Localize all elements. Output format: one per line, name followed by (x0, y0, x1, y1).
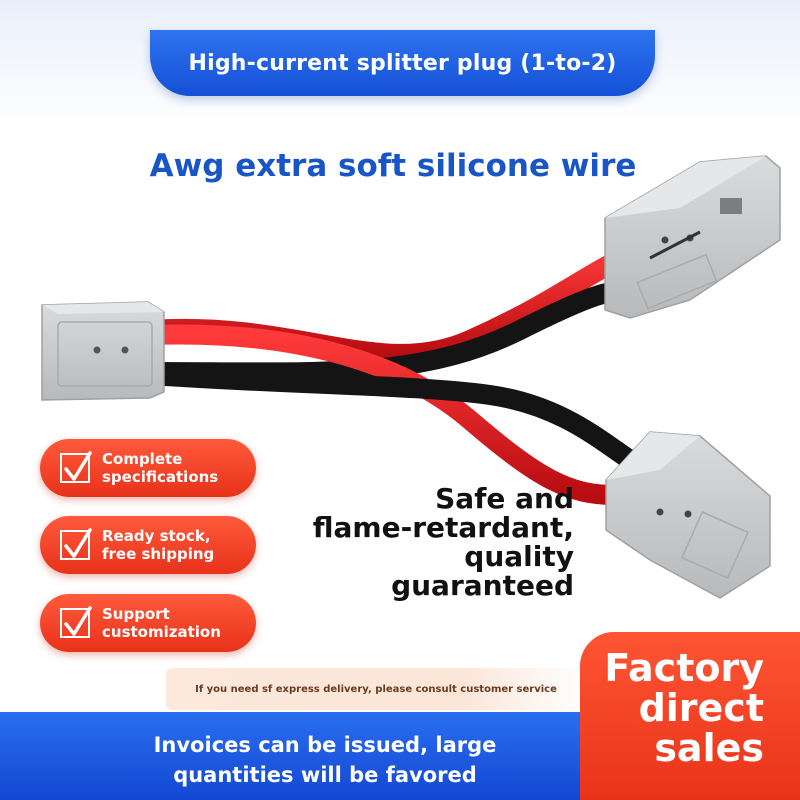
wire-red-lower (140, 324, 625, 505)
bottom-right-connector (605, 431, 771, 599)
title-banner: High-current splitter plug (1-to-2) (150, 30, 655, 96)
safety-line: Safe and (435, 482, 574, 515)
wire-black-lower (140, 365, 640, 470)
express-delivery-note: If you need sf express delivery, please … (166, 668, 586, 710)
safety-line: guaranteed (391, 569, 574, 602)
safety-statement: Safe and flame-retardant, quality guaran… (254, 484, 574, 600)
top-right-connector (604, 155, 781, 319)
badge-ready-stock: Ready stock, free shipping (40, 516, 256, 574)
page-title: High-current splitter plug (1-to-2) (188, 50, 617, 76)
safety-line: flame-retardant, (312, 511, 574, 544)
badge-label: Support customization (102, 605, 221, 641)
badge-complete-specifications: Complete specifications (40, 439, 256, 497)
left-connector (41, 301, 165, 401)
safety-line: quality (464, 540, 574, 573)
subtitle: Awg extra soft silicone wire (149, 148, 637, 184)
factory-direct-sales-badge: Factory direct sales (580, 632, 800, 800)
badge-label: Complete specifications (102, 450, 219, 486)
checkbox-icon (60, 451, 92, 483)
invoice-note: Invoices can be issued, large quantities… (153, 733, 497, 787)
checkbox-icon (60, 606, 92, 638)
badge-customization: Support customization (40, 594, 256, 652)
badge-label: Ready stock, free shipping (102, 527, 215, 563)
checkbox-icon (60, 528, 92, 560)
